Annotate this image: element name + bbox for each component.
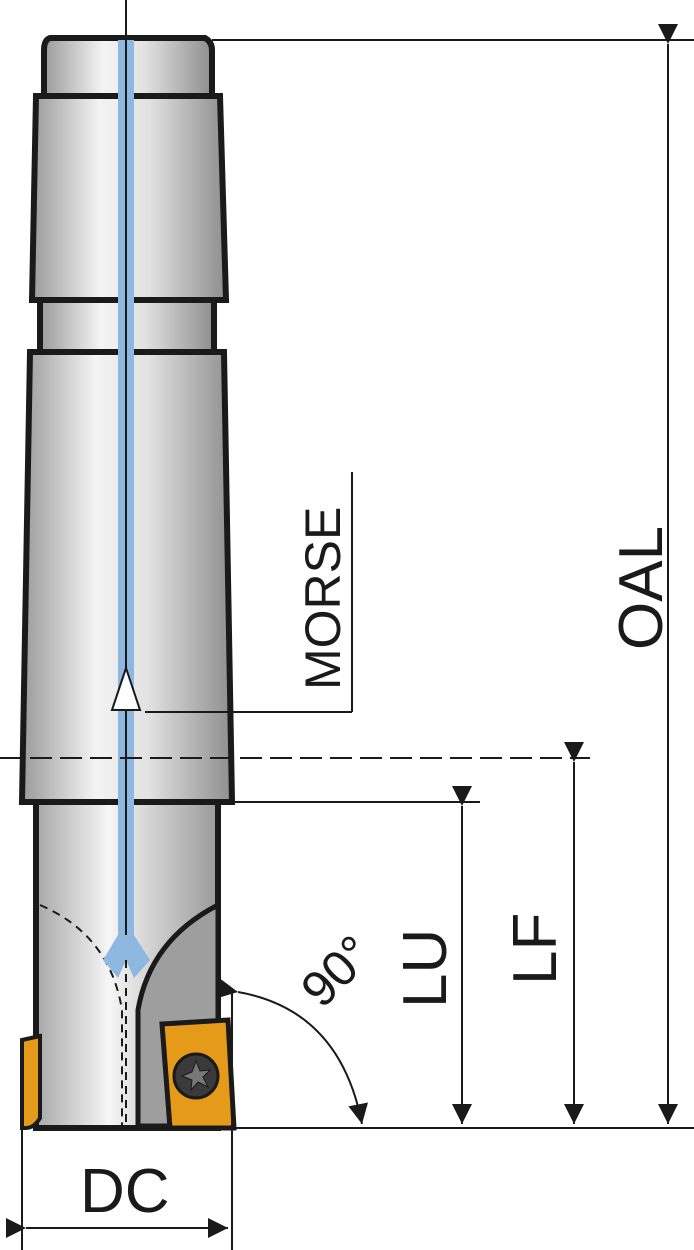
lu-label: LU	[391, 929, 460, 1008]
angle-arc	[216, 978, 369, 1125]
inserts	[20, 1017, 237, 1131]
insert-left	[20, 1033, 42, 1130]
hidden-flute-line	[39, 904, 123, 1126]
torx-icon	[180, 1059, 212, 1092]
dc-label: DC	[80, 1157, 170, 1226]
coolant-channel	[103, 0, 150, 1130]
oal-label: OAL	[607, 526, 676, 650]
flow-arrow-icon	[110, 664, 142, 711]
dimension-lines	[6, 24, 678, 1238]
tool-body	[18, 35, 236, 1131]
morse-label: MORSE	[295, 507, 351, 690]
angle-label: 90°	[290, 925, 383, 1018]
labels: MORSE OAL LU LF DC 90°	[80, 472, 676, 1226]
lf-label: LF	[501, 913, 570, 985]
